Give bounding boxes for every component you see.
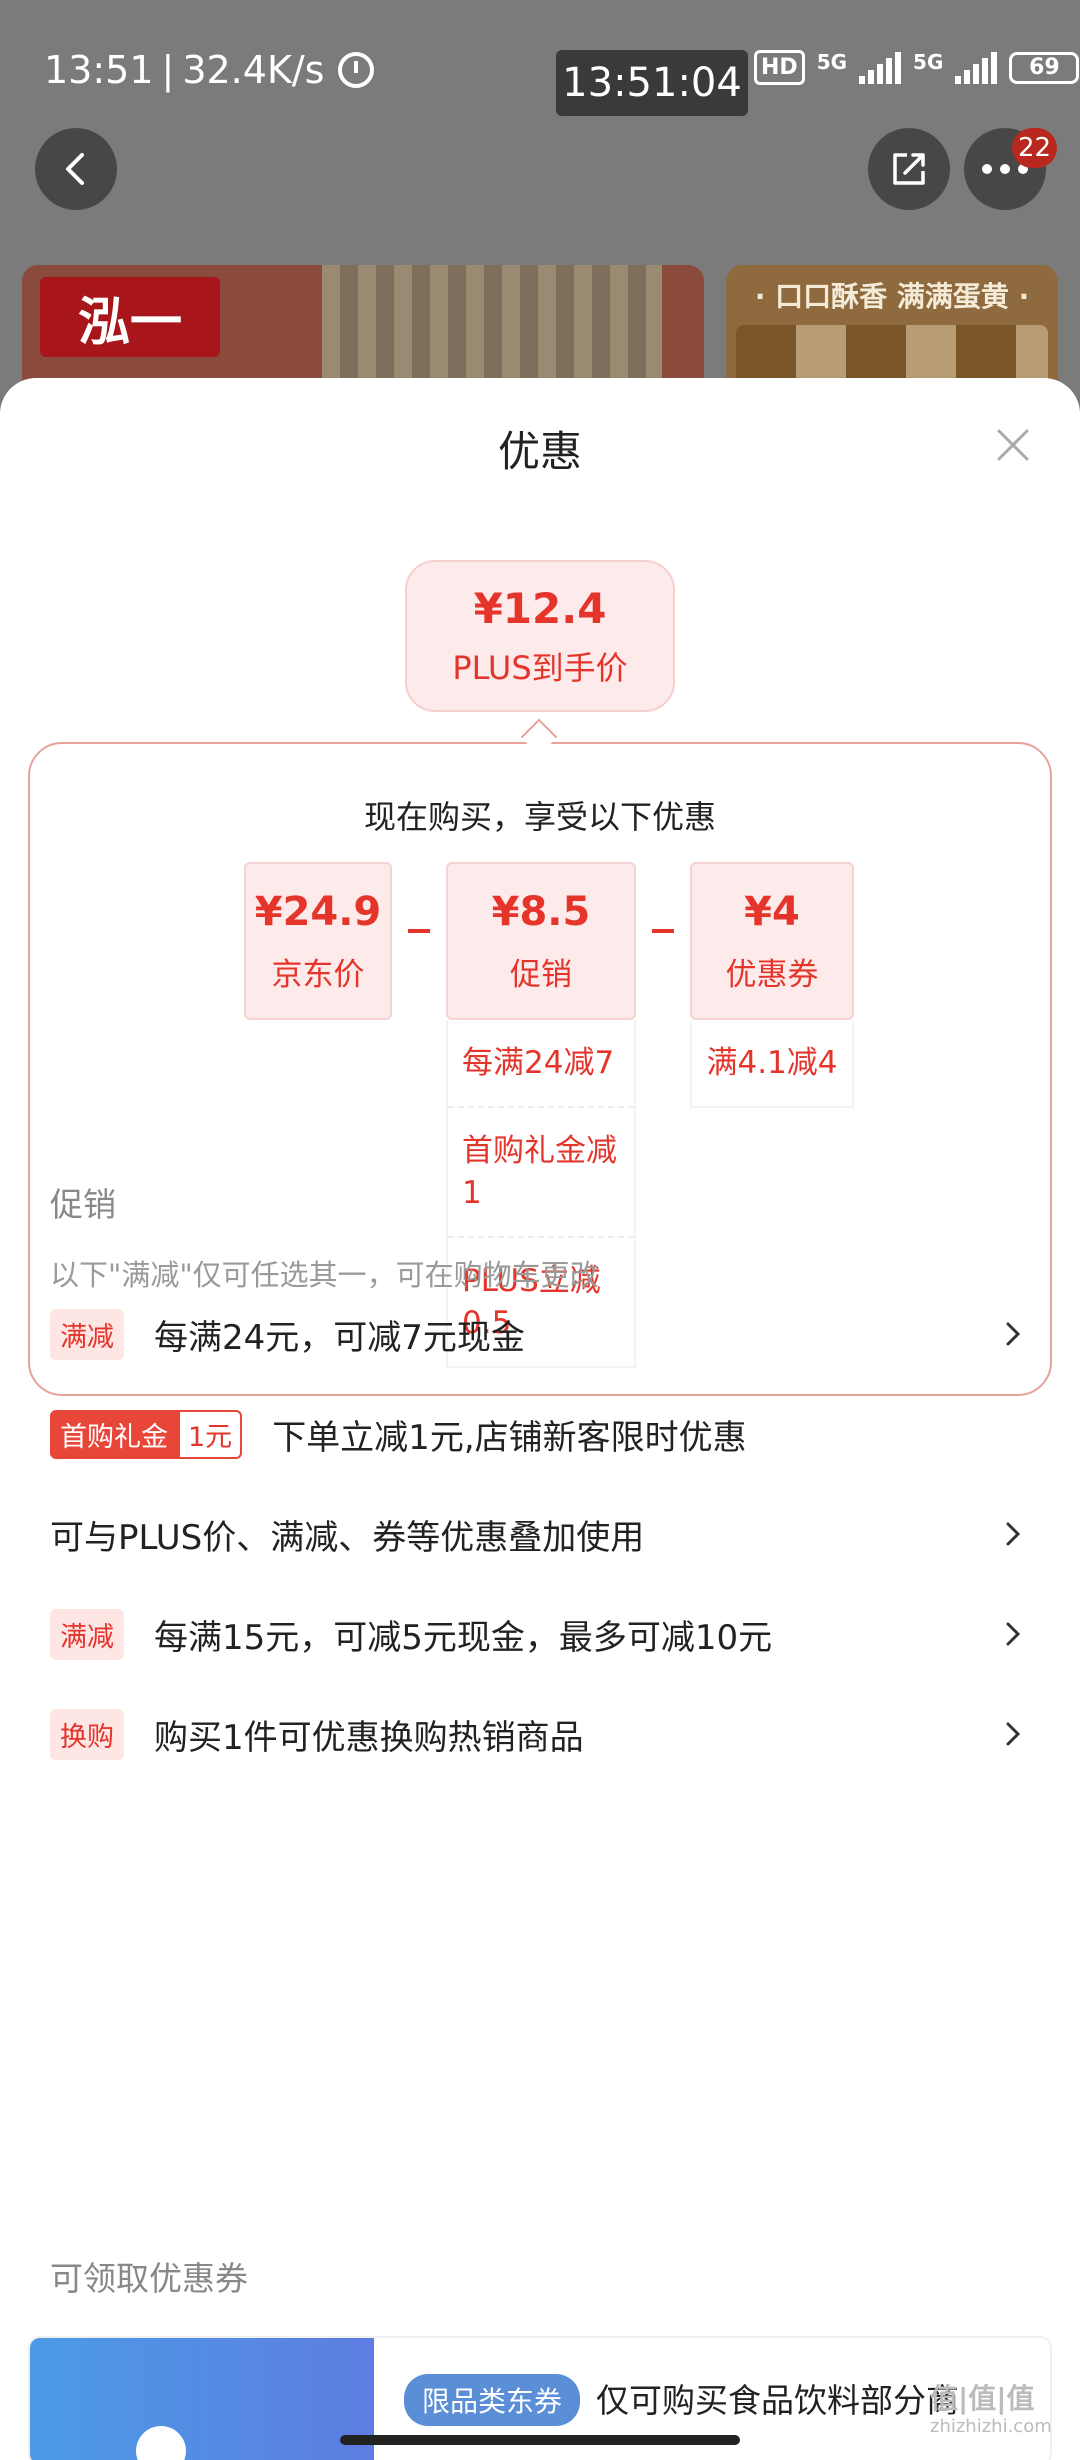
signal-icon <box>955 51 998 84</box>
promo-row[interactable]: 满减 每满15元，可减5元现金，最多可减10元 <box>50 1604 1030 1664</box>
promo-row-text: 购买1件可优惠换购热销商品 <box>154 1717 584 1758</box>
promo-row-text: 下单立减1元,店铺新客限时优惠 <box>272 1417 747 1458</box>
watermark-main: 值|值|值 <box>930 2382 1035 2415</box>
promo-row-text: 每满15元，可减5元现金，最多可减10元 <box>154 1617 773 1658</box>
promo-value: ¥8.5 <box>491 888 591 935</box>
chevron-right-icon <box>1006 1722 1021 1746</box>
status-right: HD 5G 5G 69 <box>754 50 1080 85</box>
coupon-detail-item: 满4.1减4 <box>706 1045 838 1081</box>
status-divider: | <box>161 48 175 92</box>
chevron-right-icon <box>1006 1622 1021 1646</box>
watermark: 值|值|值 zhizhizhi.com <box>930 2385 1052 2441</box>
promo-row-text: 每满24元，可减7元现金 <box>154 1317 525 1358</box>
back-arrow-icon <box>66 153 84 185</box>
watermark-sub: zhizhizhi.com <box>930 2416 1052 2437</box>
net-speed: 32.4K/s <box>182 48 325 92</box>
coupon-card-summary: ¥4 优惠券 <box>690 862 854 1020</box>
home-indicator[interactable] <box>340 2435 740 2445</box>
gift-tag-label: 首购礼金 <box>50 1409 178 1459</box>
coupon-type-tag: 限品类东券 <box>404 2374 581 2426</box>
back-button[interactable] <box>35 128 117 210</box>
promo-row-text: 可与PLUS价、满减、券等优惠叠加使用 <box>50 1517 645 1558</box>
final-price-label: PLUS到手价 <box>452 648 628 687</box>
promo-row[interactable]: 首购礼金 1元 下单立减1元,店铺新客限时优惠 <box>50 1404 1030 1464</box>
status-bar: 13:51 | 32.4K/s 13:51:04 HD 5G 5G 69 <box>0 0 1080 130</box>
exchange-tag: 换购 <box>50 1708 124 1760</box>
net-label-2: 5G <box>913 50 944 74</box>
promo-section-title: 促销 <box>50 1185 116 1224</box>
brand-logo: 泓一 <box>40 277 220 357</box>
promo-row[interactable]: 换购 购买1件可优惠换购热销商品 <box>50 1704 1030 1764</box>
jd-price-label: 京东价 <box>271 956 365 993</box>
share-icon <box>893 153 925 185</box>
minus-sign <box>408 929 430 933</box>
clock-overlay: 13:51:04 <box>556 50 748 116</box>
battery-icon: 69 <box>1009 51 1080 84</box>
coupon-detail-list: 满4.1减4 <box>690 1020 854 1108</box>
full-reduction-tag: 满减 <box>50 1608 124 1660</box>
final-price-box: ¥12.4 PLUS到手价 <box>405 560 675 712</box>
product-banner-secondary[interactable]: · 口口酥香 满满蛋黄 · <box>726 265 1058 395</box>
coupon-value: ¥4 <box>744 888 800 935</box>
chevron-right-icon <box>1006 1522 1021 1546</box>
promo-card: ¥8.5 促销 <box>446 862 636 1020</box>
more-dots-icon <box>982 164 1028 174</box>
final-price: ¥12.4 <box>473 583 607 633</box>
notification-badge: 22 <box>1012 128 1058 168</box>
product-banner[interactable]: 泓一 <box>22 265 704 395</box>
gift-tag-amount: 1元 <box>178 1409 243 1459</box>
discount-sheet: 优惠 ¥12.4 PLUS到手价 现在购买，享受以下优惠 ¥24.9 京东价 ¥… <box>0 378 1080 2460</box>
share-button[interactable] <box>868 128 950 210</box>
banner-slogan: · 口口酥香 满满蛋黄 · <box>754 280 1030 313</box>
promo-hint: 以下"满减"仅可任选其一，可在购物车更改 <box>50 1258 599 1292</box>
signal-icon <box>859 51 902 84</box>
coupon-label: 优惠券 <box>725 956 819 993</box>
promo-detail-item: PLUS立减0.5 <box>448 1236 634 1366</box>
jd-price-card: ¥24.9 京东价 <box>244 862 392 1020</box>
breakdown-title: 现在购买，享受以下优惠 <box>363 798 716 836</box>
promo-row[interactable]: 可与PLUS价、满减、券等优惠叠加使用 <box>50 1504 1030 1564</box>
coupon-description: 仅可购买食品饮料部分商 <box>596 2381 959 2420</box>
net-label-1: 5G <box>816 50 848 74</box>
coupon-section-title: 可领取优惠券 <box>50 2259 248 2298</box>
close-icon[interactable] <box>996 428 1030 462</box>
coupon-notch <box>136 2426 186 2460</box>
full-reduction-tag: 满减 <box>50 1308 124 1360</box>
coupon-value-panel <box>30 2338 374 2460</box>
sheet-title: 优惠 <box>497 427 582 476</box>
promo-detail-item: 每满24减7 <box>462 1045 615 1081</box>
promo-label: 促销 <box>510 956 572 993</box>
promo-detail-item: 首购礼金减1 <box>448 1106 634 1236</box>
promo-row[interactable]: 满减 每满24元，可减7元现金 <box>50 1304 1030 1364</box>
product-image <box>322 265 662 395</box>
first-purchase-gift-tag: 首购礼金 1元 <box>50 1409 243 1459</box>
status-left: 13:51 | 32.4K/s <box>44 48 375 92</box>
jd-price-value: ¥24.9 <box>254 888 382 935</box>
status-time: 13:51 <box>44 48 154 92</box>
alarm-icon <box>338 52 375 88</box>
hd-icon: HD <box>754 50 805 85</box>
chevron-right-icon <box>1006 1322 1021 1346</box>
minus-sign <box>652 929 674 933</box>
promo-detail-list: 每满24减7 首购礼金减1 PLUS立减0.5 <box>446 1020 636 1368</box>
